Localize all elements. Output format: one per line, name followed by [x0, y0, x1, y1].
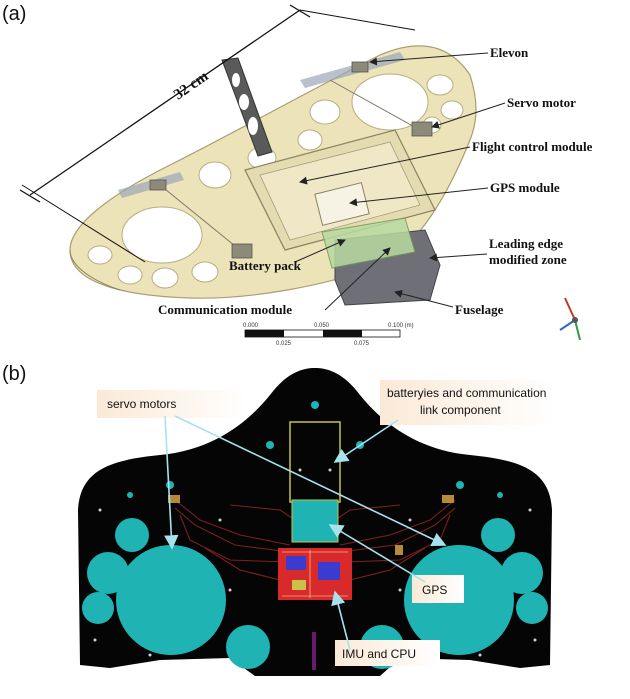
callout-box-imu: [335, 640, 440, 666]
servo-connector-left: [168, 495, 180, 503]
pcb-vias: [93, 468, 537, 657]
callout-box-batteries: [380, 380, 555, 425]
callout-lines: [294, 52, 506, 311]
scale-tick-1: 0.050: [314, 323, 330, 329]
label-gps-module: GPS module: [490, 180, 560, 195]
label-modified-zone: modified zone: [489, 252, 567, 267]
imu-cpu-chip: [278, 548, 352, 600]
axis-triad: [559, 297, 581, 341]
label-servo-motor: Servo motor: [507, 95, 576, 110]
label-leading-edge: Leading edge: [489, 236, 563, 251]
pcb-traces: [174, 499, 456, 581]
panel-b-label: (b): [2, 363, 26, 385]
small-component: [395, 545, 403, 555]
label-gps: GPS: [422, 583, 447, 597]
gps-pad: [292, 500, 338, 542]
hinge-right: [351, 61, 369, 73]
scale-tick-0: 0.000: [243, 323, 259, 329]
fin-holes: [232, 73, 258, 135]
servo-left: [231, 243, 253, 259]
battery-pack: [321, 217, 416, 269]
scale-bar: 0.000 0.050 0.100 (m) 0.025 0.075: [243, 323, 414, 347]
center-slot: [312, 632, 316, 670]
servo-right: [411, 121, 433, 137]
label-servo-motors: servo motors: [107, 397, 176, 411]
label-fuselage: Fuselage: [455, 302, 504, 317]
hinge-left: [149, 179, 167, 191]
plate-edge: [69, 249, 121, 291]
label-communication-module: Communication module: [158, 302, 292, 317]
pushrod-left: [159, 184, 241, 251]
label-elevon: Elevon: [490, 45, 529, 60]
label-link-component: link component: [420, 403, 501, 417]
panel-b: (b): [2, 363, 555, 676]
panel-a-label: (a): [2, 3, 26, 25]
servo-connector-right: [442, 495, 454, 503]
label-imu-cpu: IMU and CPU: [342, 647, 416, 661]
scale-tick-3: 0.025: [276, 341, 292, 347]
pushrod-right: [329, 79, 421, 131]
label-flight-control-module: Flight control module: [472, 139, 593, 154]
label-batteries: batteryies and communication: [387, 386, 546, 400]
pcb-callout-lines: [164, 415, 447, 651]
label-battery-pack: Battery pack: [229, 258, 302, 273]
dimension-label: 32 cm: [171, 68, 212, 103]
panel-a: (a): [2, 3, 593, 347]
gps-module: [314, 182, 370, 226]
callout-box-servo: [97, 390, 247, 418]
scale-tick-2: 0.100 (m): [388, 323, 414, 329]
scale-tick-4: 0.075: [354, 341, 370, 347]
